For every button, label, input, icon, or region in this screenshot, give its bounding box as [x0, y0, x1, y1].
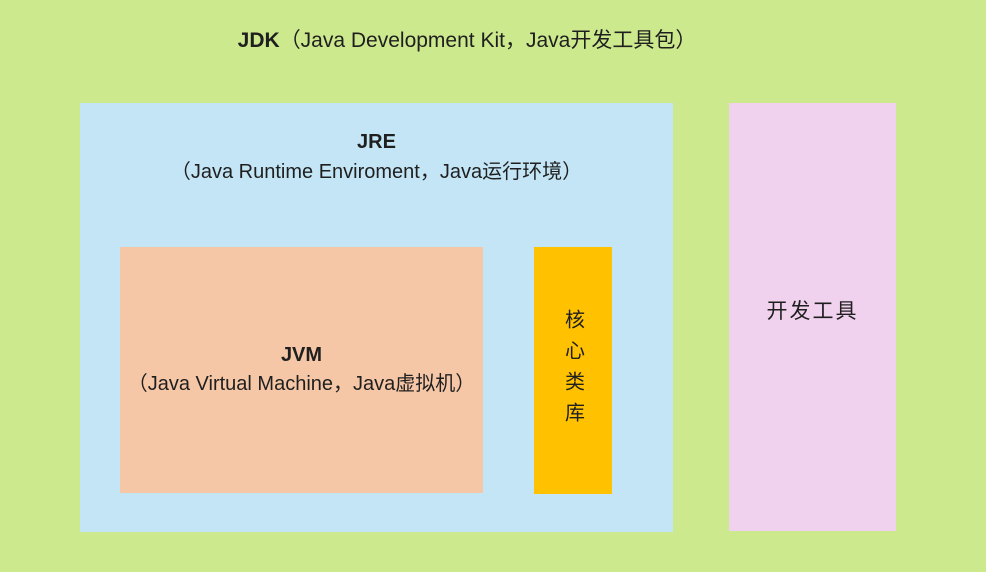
jre-box: JRE （Java Runtime Enviroment，Java运行环境） J… [80, 103, 673, 532]
jdk-description: （Java Development Kit，Java开发工具包） [279, 29, 697, 52]
core-library-box: 核心类库 [534, 247, 612, 494]
dev-tools-box: 开发工具 [729, 103, 896, 531]
jvm-description: （Java Virtual Machine，Java虚拟机） [127, 373, 476, 395]
dev-tools-label: 开发工具 [766, 300, 859, 323]
jdk-acronym: JDK [237, 29, 280, 52]
jre-header: JRE （Java Runtime Enviroment，Java运行环境） [80, 103, 673, 187]
jvm-box: JVM （Java Virtual Machine，Java虚拟机） [120, 247, 483, 493]
jvm-acronym: JVM [280, 344, 323, 366]
jre-description: （Java Runtime Enviroment，Java运行环境） [170, 161, 583, 183]
diagram-title: JDK（Java Development Kit，Java开发工具包） [0, 26, 934, 56]
jre-acronym: JRE [357, 131, 396, 153]
core-library-label: 核心类库 [561, 308, 584, 433]
